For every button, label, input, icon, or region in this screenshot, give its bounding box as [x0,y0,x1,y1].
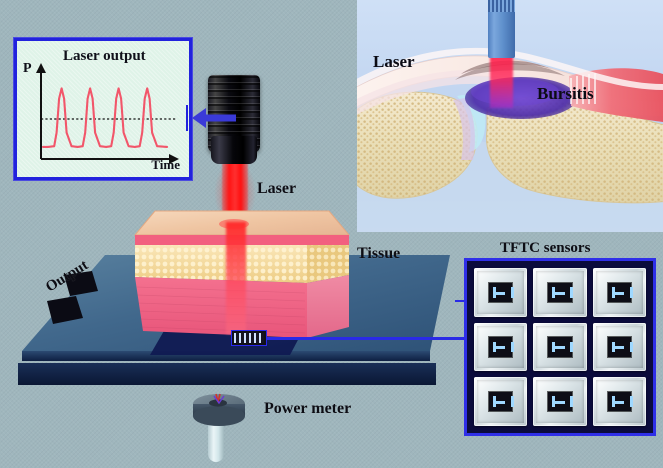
chart-to-laser-arrow-icon [186,105,236,131]
laser-head-collar [211,136,257,164]
thermocouple-junction-icon [488,391,515,412]
power-meter-head [193,393,245,426]
tftc-sensor-cell[interactable] [592,268,646,317]
tftc-sensor-cell[interactable] [592,377,646,426]
inset-bursitis-label: Bursitis [537,84,594,103]
sensor-connector-line [264,337,469,340]
chart-plot [36,63,179,164]
thermocouple-junction-icon [607,337,634,357]
laser-output-chart-panel: Laser output P Time [14,38,192,180]
tftc-sensor-cell[interactable] [533,268,587,317]
thermocouple-junction-icon [607,282,634,303]
tissue-layer-muscle [135,277,307,338]
bursitis-inset-illustration: Laser Bursitis [357,0,663,232]
thermocouple-junction-icon [548,337,574,357]
power-meter-label: Power meter [264,400,352,417]
tftc-sensor-cell[interactable] [533,377,587,426]
tftc-sensor-cell[interactable] [533,322,587,372]
tftc-sensor-cell[interactable] [474,268,528,317]
sensor-connector-line-branch [455,300,471,302]
inset-laser-probe [488,0,515,58]
thermocouple-junction-icon [488,282,515,303]
thermocouple-junction-icon [607,391,634,412]
inset-laser-label: Laser [373,52,415,71]
tftc-sensor-cell[interactable] [474,377,528,426]
tftc-sensor-cell[interactable] [474,322,528,372]
chart-title: Laser output [63,48,146,64]
laser-label: Laser [257,180,297,197]
tftc-sensors-title: TFTC sensors [500,240,591,256]
thermocouple-junction-icon [548,391,574,412]
laser-beam-in-tissue [226,222,246,334]
tissue-label: Tissue [357,245,401,262]
tftc-sensor-chip-on-stage [231,330,267,346]
tftc-sensor-array [464,258,656,436]
tftc-sensor-cell[interactable] [592,322,646,372]
thermocouple-junction-icon [548,282,574,303]
thermocouple-junction-icon [488,337,515,357]
chart-y-axis-label: P [23,61,32,76]
